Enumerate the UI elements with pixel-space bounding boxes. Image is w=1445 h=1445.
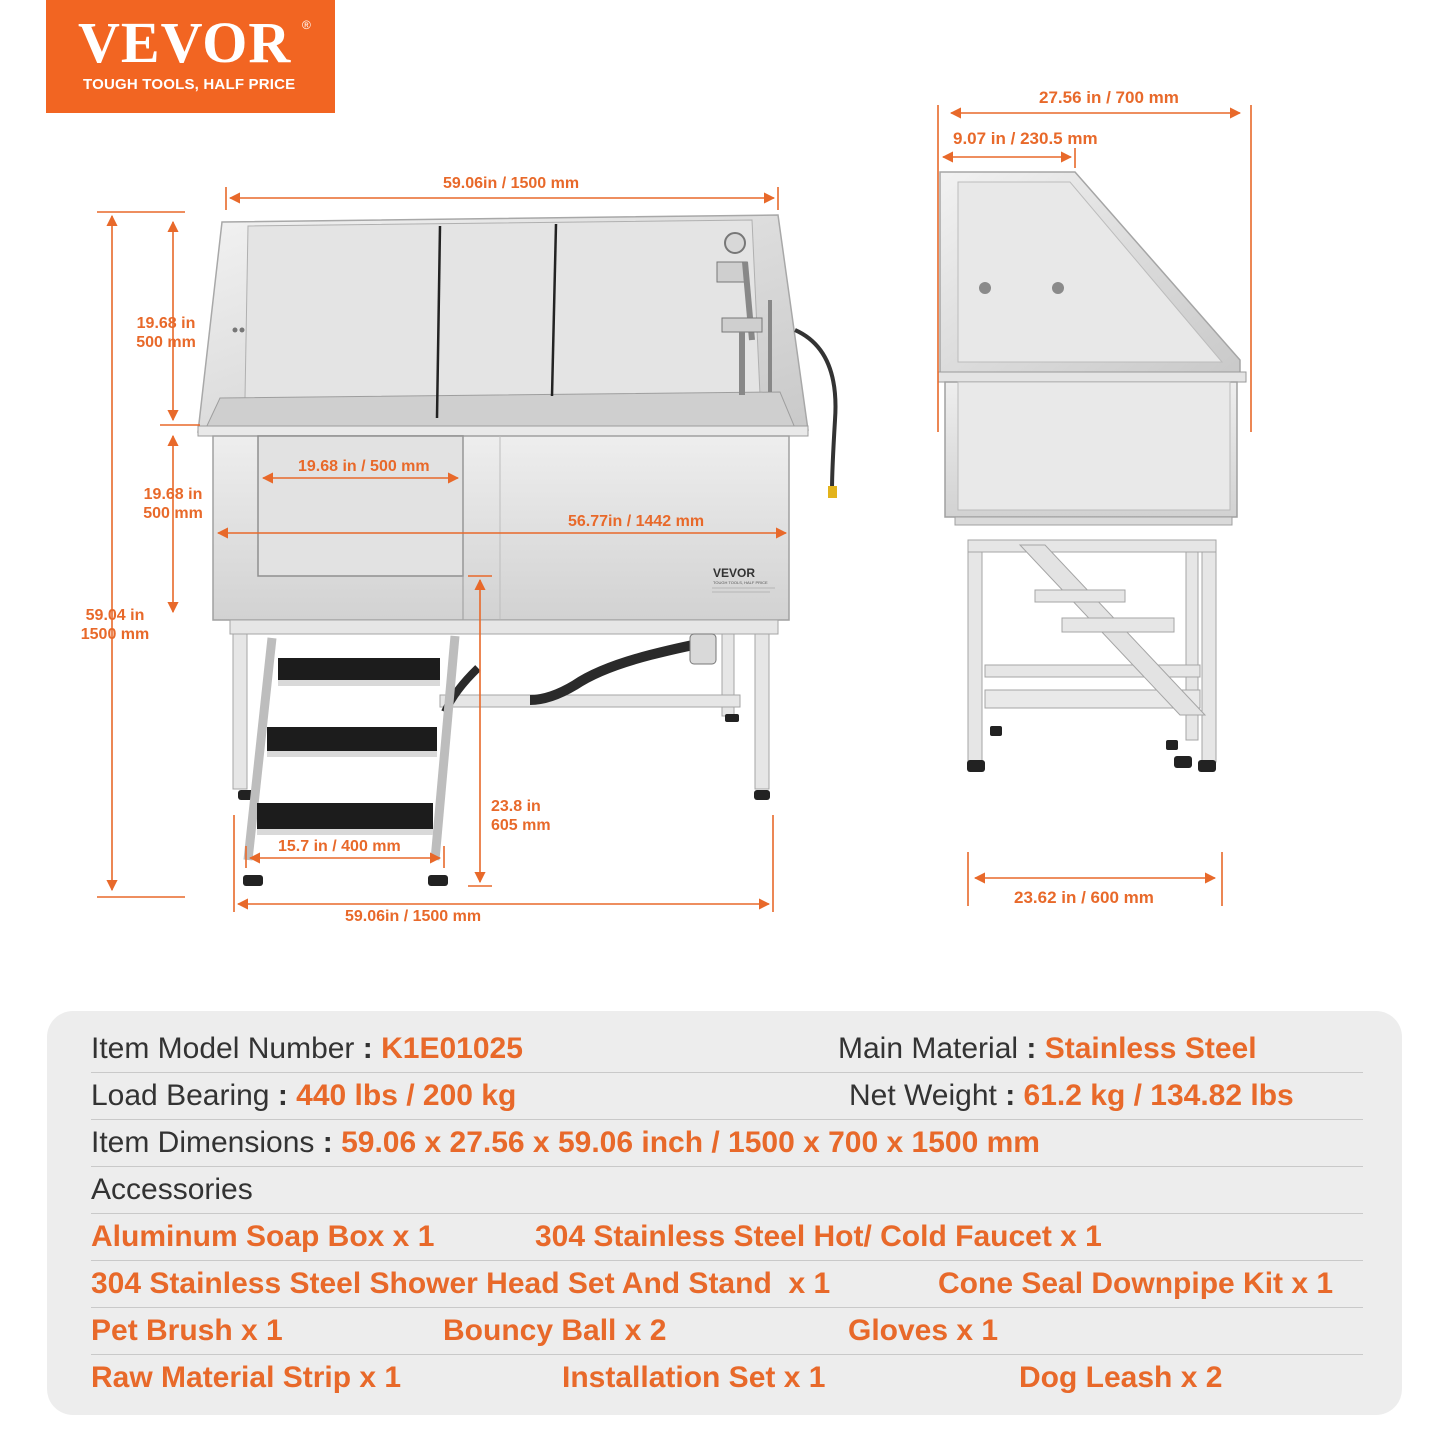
accessories-row-1: Aluminum Soap Box x 1 304 Stainless Stee… bbox=[91, 1215, 1363, 1261]
logo-tagline: TOUGH TOOLS, HALF PRICE bbox=[83, 76, 296, 93]
logo-registered-mark: ® bbox=[302, 18, 311, 32]
accessory-item: Installation Set x 1 bbox=[562, 1361, 826, 1394]
accessory-item: 304 Stainless Steel Hot/ Cold Faucet x 1 bbox=[535, 1220, 1102, 1253]
dim-tub-depth: 19.68 in 500 mm bbox=[127, 485, 219, 523]
dim-total-height-mm: 1500 mm bbox=[80, 626, 150, 643]
accessory-item: Pet Brush x 1 bbox=[91, 1314, 283, 1347]
side-view-stand bbox=[967, 539, 1217, 772]
spec-material-label: Main Material bbox=[838, 1032, 1019, 1065]
spec-model-label: Item Model Number bbox=[91, 1032, 355, 1065]
accessory-item: 304 Stainless Steel Shower Head Set And … bbox=[91, 1267, 831, 1300]
side-view-tub bbox=[937, 171, 1247, 526]
dim-tub-depth-mm: 500 mm bbox=[143, 505, 203, 522]
vevor-logo: VEVOR ® TOUGH TOOLS, HALF PRICE bbox=[46, 0, 335, 113]
side-view-dimension-lines bbox=[937, 105, 1252, 906]
spec-row-model-material: Item Model Number : K1E01025 Main Materi… bbox=[91, 1027, 1363, 1073]
dim-door-width: 19.68 in / 500 mm bbox=[298, 458, 430, 475]
accessory-item: Gloves x 1 bbox=[848, 1314, 999, 1347]
dim-overall-width-top: 59.06in / 1500 mm bbox=[443, 175, 580, 192]
spec-row-accessories-heading: Accessories bbox=[91, 1168, 1363, 1214]
dim-overall-width-bottom: 59.06in / 1500 mm bbox=[345, 908, 482, 925]
front-view-tub: VEVOR TOUGH TOOLS, HALF PRICE bbox=[197, 214, 838, 621]
accessory-item: Aluminum Soap Box x 1 bbox=[91, 1220, 435, 1253]
accessory-item: Raw Material Strip x 1 bbox=[91, 1361, 402, 1394]
dim-ramp-height: 23.8 in 605 mm bbox=[491, 797, 551, 835]
accessories-heading: Accessories bbox=[91, 1173, 253, 1206]
spec-dimensions: Item Dimensions : 59.06 x 27.56 x 59.06 … bbox=[91, 1126, 1040, 1159]
dim-ramp-height-inch: 23.8 in bbox=[491, 798, 541, 815]
spec-weight-label: Net Weight bbox=[849, 1079, 997, 1112]
panel-brand: VEVOR bbox=[713, 566, 755, 580]
dim-backsplash-height-mm: 500 mm bbox=[136, 334, 196, 351]
spec-dimensions-label: Item Dimensions bbox=[91, 1126, 315, 1159]
dim-ramp-width: 15.7 in / 400 mm bbox=[278, 838, 401, 855]
accessory-item: Bouncy Ball x 2 bbox=[443, 1314, 667, 1347]
spec-material: Main Material : Stainless Steel bbox=[838, 1032, 1257, 1065]
accessories-row-3: Pet Brush x 1 Bouncy Ball x 2 Gloves x 1 bbox=[91, 1309, 1363, 1355]
dim-backsplash-height: 19.68 in 500 mm bbox=[120, 314, 212, 352]
dim-top-depth: 9.07 in / 230.5 mm bbox=[953, 129, 1098, 148]
dim-total-height: 59.04 in 1500 mm bbox=[66, 606, 164, 644]
front-view-stand bbox=[229, 619, 779, 886]
dim-overall-depth: 27.56 in / 700 mm bbox=[1039, 88, 1179, 107]
accessories-row-4: Raw Material Strip x 1 Installation Set … bbox=[91, 1356, 1363, 1402]
spec-weight: Net Weight : 61.2 kg / 134.82 lbs bbox=[849, 1079, 1294, 1112]
panel-tagline: TOUGH TOOLS, HALF PRICE bbox=[713, 580, 768, 585]
dim-total-height-inch: 59.04 in bbox=[85, 607, 145, 624]
dim-tub-depth-inch: 19.68 in bbox=[143, 486, 203, 503]
spec-load-value: 440 lbs / 200 kg bbox=[296, 1079, 517, 1112]
spec-panel: Item Model Number : K1E01025 Main Materi… bbox=[47, 1011, 1402, 1415]
logo-brand: VEVOR bbox=[78, 10, 292, 75]
spec-material-value: Stainless Steel bbox=[1044, 1032, 1257, 1065]
spec-row-dimensions: Item Dimensions : 59.06 x 27.56 x 59.06 … bbox=[91, 1121, 1363, 1167]
spec-dimensions-value: 59.06 x 27.56 x 59.06 inch / 1500 x 700 … bbox=[341, 1126, 1040, 1159]
accessory-item: Dog Leash x 2 bbox=[1019, 1361, 1223, 1394]
product-drawing: VEVOR TOUGH TOOLS, HALF PRICE bbox=[97, 105, 1252, 912]
dim-ramp-height-mm: 605 mm bbox=[491, 817, 551, 834]
spec-model: Item Model Number : K1E01025 bbox=[91, 1032, 523, 1065]
front-view-dimension-lines bbox=[97, 187, 788, 912]
spec-model-value: K1E01025 bbox=[381, 1032, 523, 1065]
dim-inner-width: 56.77in / 1442 mm bbox=[568, 513, 705, 530]
dim-backsplash-height-inch: 19.68 in bbox=[136, 315, 196, 332]
spec-load: Load Bearing : 440 lbs / 200 kg bbox=[91, 1079, 517, 1112]
accessories-row-2: 304 Stainless Steel Shower Head Set And … bbox=[91, 1262, 1363, 1308]
spec-load-label: Load Bearing bbox=[91, 1079, 270, 1112]
accessory-item: Cone Seal Downpipe Kit x 1 bbox=[938, 1267, 1334, 1300]
dim-base-depth: 23.62 in / 600 mm bbox=[1014, 888, 1154, 907]
spec-row-load-weight: Load Bearing : 440 lbs / 200 kg Net Weig… bbox=[91, 1074, 1363, 1120]
spec-weight-value: 61.2 kg / 134.82 lbs bbox=[1023, 1079, 1294, 1112]
